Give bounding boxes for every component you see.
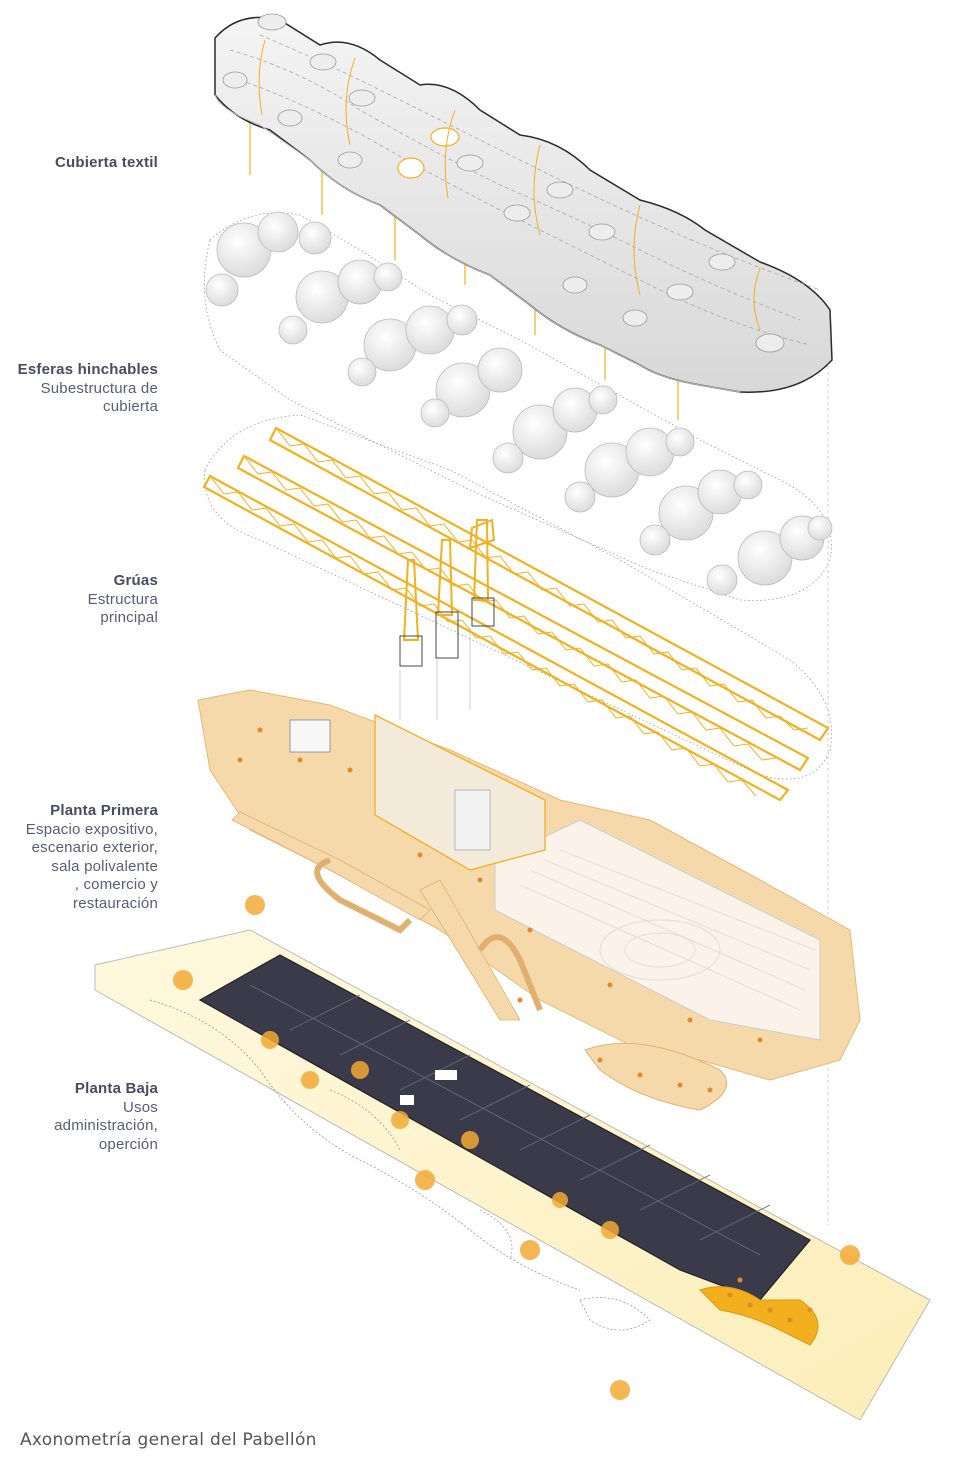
layer-subtitle: , comercio y <box>74 876 158 893</box>
layer-title: Planta Baja <box>74 1080 158 1097</box>
label-ground-floor: Planta Baja Usos administración, operció… <box>0 1080 158 1154</box>
layer-subtitle: escenario exterior, <box>31 839 158 856</box>
layer-subtitle: administración, <box>54 1117 158 1134</box>
layer-subtitle: cubierta <box>103 398 158 415</box>
layer-subtitle: Estructura <box>87 590 158 608</box>
layer-subtitle: Subestructura de <box>40 379 158 397</box>
first-floor-layer <box>197 689 861 1111</box>
label-textile-roof: Cubierta textil <box>0 154 158 173</box>
layer-title: Grúas <box>113 572 158 589</box>
layer-subtitle: Espacio expositivo, <box>25 820 158 838</box>
label-cranes: Grúas Estructura principal <box>0 572 158 628</box>
inflatable-spheres-layer <box>203 211 833 601</box>
figure-caption: Axonometría general del Pabellón <box>20 1430 317 1450</box>
label-inflatable-spheres: Esferas hinchables Subestructura de cubi… <box>0 361 158 417</box>
layer-subtitle: sala polivalente <box>51 857 158 875</box>
label-first-floor: Planta Primera Espacio expositivo, escen… <box>0 802 158 913</box>
cranes-layer <box>202 414 833 802</box>
layer-title: Cubierta textil <box>54 154 158 171</box>
layer-subtitle: operción <box>98 1135 158 1153</box>
ground-floor-layer <box>94 895 931 1421</box>
layer-title: Planta Primera <box>50 802 158 819</box>
layer-subtitle: principal <box>100 609 158 626</box>
layer-subtitle: restauración <box>73 894 158 912</box>
textile-roof-layer <box>214 13 833 393</box>
layer-subtitle: Usos <box>123 1098 158 1116</box>
layer-title: Esferas hinchables <box>17 361 158 378</box>
